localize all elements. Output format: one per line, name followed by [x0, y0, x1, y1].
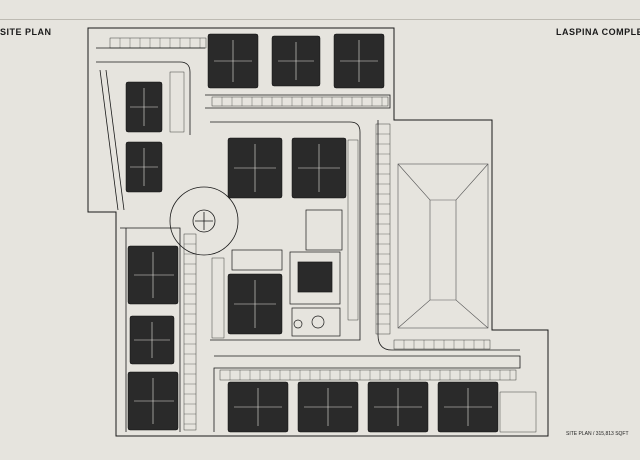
building-details — [130, 40, 492, 426]
project-title: LASPINA COMPLE — [556, 27, 640, 37]
drive-aisles — [96, 47, 521, 432]
plan-caption: SITE PLAN / 315,813 SQFT — [566, 431, 629, 437]
roundabout — [169, 186, 239, 256]
stall-hatching — [119, 38, 511, 425]
top-divider — [0, 19, 640, 20]
clubhouse — [231, 209, 343, 337]
site-boundary — [87, 27, 549, 437]
parking-stalls — [109, 37, 537, 433]
site-plan-title: SITE PLAN — [0, 27, 52, 37]
neighboring-building — [397, 163, 489, 329]
residential-buildings — [125, 33, 499, 433]
